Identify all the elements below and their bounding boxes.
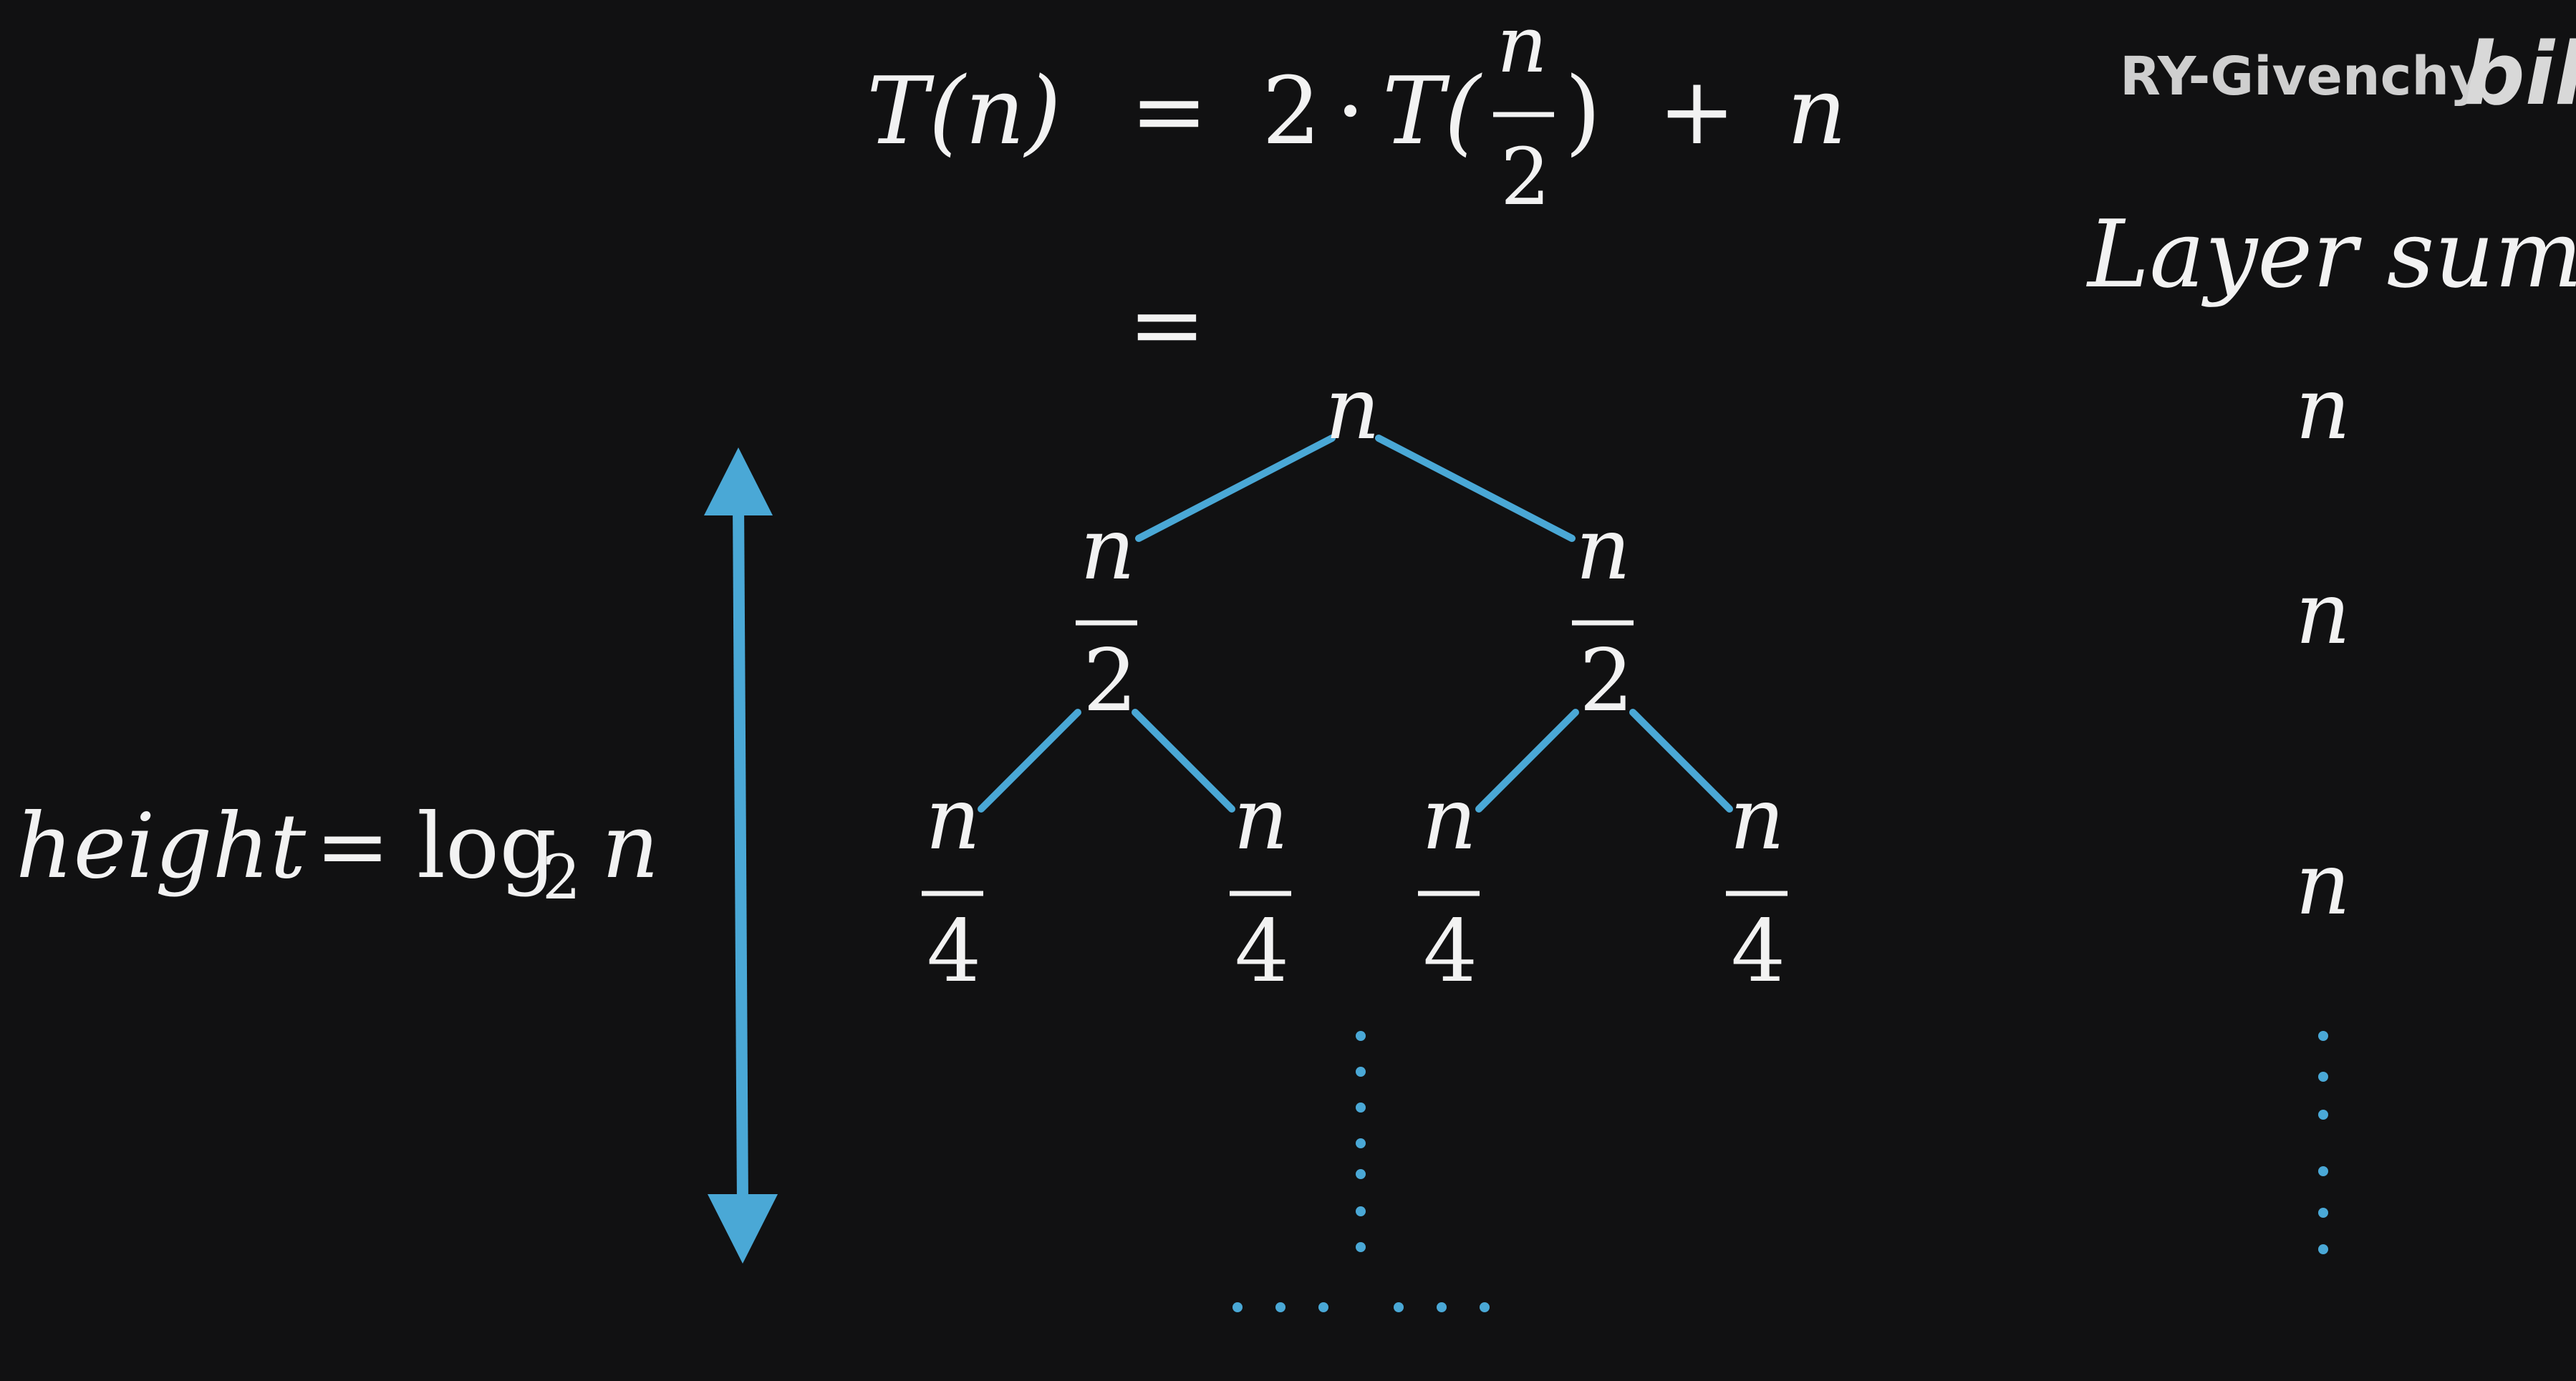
tree-level2-node-4: n 4 [1726,770,1788,1002]
equation-lhs: T(n) [867,57,1061,165]
bilibili-logo: bili [2464,25,2576,125]
watermark-author: RY-Givenchy [2120,46,2484,107]
edge-left-right [1132,709,1235,813]
layer-sum-column: Layer sum n n n [2086,200,2576,1254]
arrow-shaft [733,500,748,1207]
vertical-dot [2318,1244,2328,1254]
equation-equals: = [1130,57,1208,165]
tree-edges [978,435,1733,813]
arrow-down-head [708,1194,778,1264]
arrow-up-head [704,447,773,515]
horizontal-dot [1480,1302,1490,1312]
recurrence-equation: T(n) = 2 · T( n 2 ) + n [867,0,1847,223]
tree-level1-right: n 2 [1572,500,1634,731]
equation-dot: · [1336,57,1365,165]
height-double-arrow [704,447,778,1264]
equation-func: T( [1382,57,1482,165]
tree-level2-node-2: n 4 [1230,770,1291,1002]
edge-root-right [1375,435,1576,542]
vertical-dot [2318,1031,2328,1041]
horizontal-dot [1437,1302,1447,1312]
height-word: height [16,795,307,898]
vertical-dot [1356,1206,1366,1216]
horizontal-dot [1318,1302,1328,1312]
edge-right-right [1629,709,1733,813]
equation-last: n [1787,57,1847,165]
tree-level2-node-1: n 4 [922,770,983,1002]
node-numerator: n [1730,770,1785,869]
equation-plus: + [1658,57,1736,165]
height-arg: n [602,795,660,898]
horizontal-dot [1275,1302,1285,1312]
vertical-dot [2318,1110,2328,1120]
node-denominator: 4 [1423,902,1477,1002]
node-denominator: 4 [1731,902,1785,1002]
layer-sum-title: Layer sum [2086,200,2576,309]
vertical-dot [1356,1103,1366,1113]
height-label: height = log 2 n [16,795,660,914]
vertical-dot [1356,1031,1366,1041]
vertical-dot [1356,1067,1366,1077]
node-denominator: 2 [1579,631,1634,731]
node-numerator: n [1080,500,1135,599]
tree-level2-node-3: n 4 [1418,770,1480,1002]
horizontal-dot [1394,1302,1404,1312]
node-numerator: n [1576,500,1631,599]
vertical-dot [1356,1138,1366,1148]
equation-close: ) [1565,57,1601,165]
layer-sum-continuation-dots [2318,1031,2328,1254]
layer-sum-value: n [2295,359,2350,459]
layer-sum-value: n [2295,835,2350,934]
edge-right-left [1475,709,1579,813]
vertical-dot [2318,1208,2328,1218]
vertical-dot [1356,1169,1366,1179]
vertical-dot [2318,1166,2328,1176]
horizontal-dot [1232,1302,1243,1312]
height-log: log [417,795,556,898]
height-equals: = [315,795,390,898]
tree-continuation-dots [1232,1031,1490,1312]
node-denominator: 2 [1083,631,1137,731]
edge-root-left [1135,435,1336,542]
node-numerator: n [1233,770,1288,869]
node-numerator: n [925,770,980,869]
layer-sum-value: n [2295,564,2350,664]
tree-root: n [1325,359,1380,459]
node-denominator: 4 [1235,902,1289,1002]
equation-frac-num: n [1497,0,1548,90]
edge-left-left [978,709,1081,813]
equation-coef: 2 [1262,57,1321,165]
tree-level1-left: n 2 [1076,500,1137,731]
height-log-base: 2 [542,843,581,914]
second-equals: = [1128,270,1206,379]
node-denominator: 4 [927,902,981,1002]
vertical-dot [2318,1072,2328,1082]
equation-frac-den: 2 [1500,131,1550,223]
vertical-dot [1356,1242,1366,1252]
node-numerator: n [1422,770,1477,869]
